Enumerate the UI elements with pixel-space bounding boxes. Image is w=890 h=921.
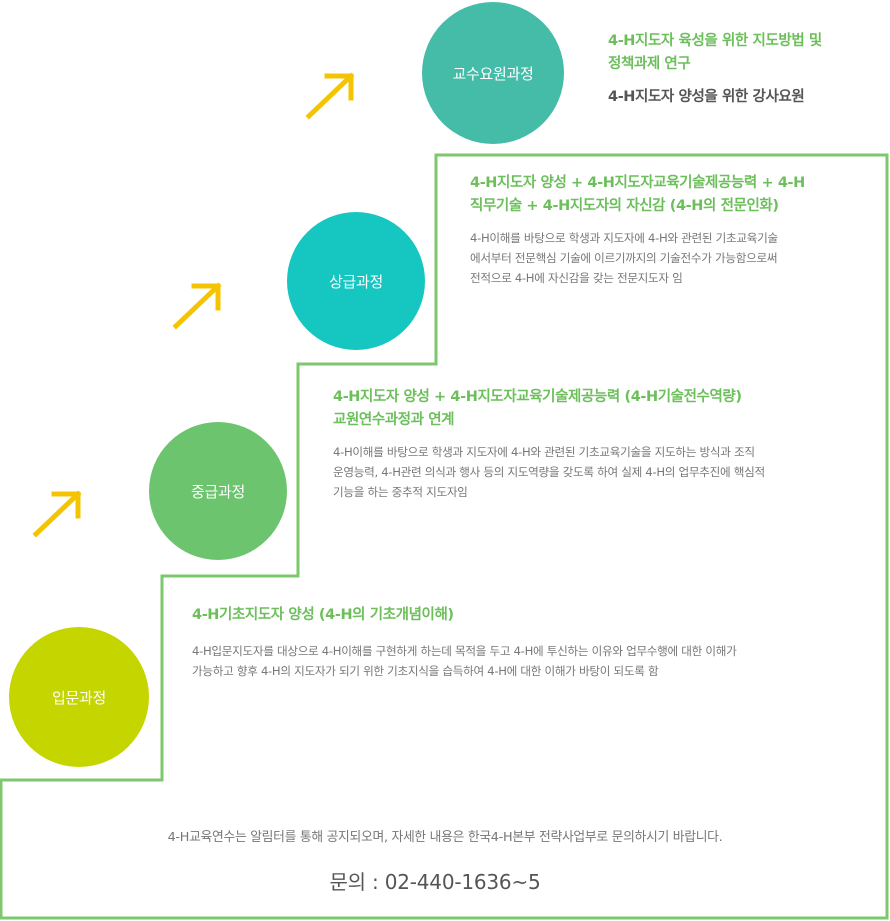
level-circle-intermediate: 중급과정 [149,422,287,560]
description-line: 4-H입문지도자를 대상으로 4-H이해를 구현하게 하는데 목적을 두고 4-… [192,644,737,658]
description: 4-H이해를 바탕으로 학생과 지도자에 4-H와 관련된 기초교육기술을 지도… [333,442,878,502]
description-line: 전적으로 4-H에 자신감을 갖는 전문지도자 임 [470,271,683,285]
level-text-professor: 4-H지도자 육성을 위한 지도방법 및 정책과제 연구 4-H지도자 양성을 … [608,30,822,109]
contact-phone: 문의 : 02-440-1636~5 [329,870,541,894]
description-line: 4-H이해를 바탕으로 학생과 지도자에 4-H와 관련된 기초교육기술 [470,231,778,245]
description-line: 에서부터 전문핵심 기술에 이르기까지의 기술전수가 가능함으로써 [470,251,778,265]
arrow-up-right-icon [305,72,355,120]
level-text-intermediate: 4-H지도자 양성 + 4-H지도자교육기술제공능력 (4-H기술전수역량) 교… [333,386,878,502]
heading-line: 4-H지도자 양성 + 4-H지도자교육기술제공능력 (4-H기술전수역량) [333,389,742,405]
level-circle-professor: 교수요원과정 [422,2,564,144]
heading-line: 정책과제 연구 [608,56,691,72]
description-line: 가능하고 향후 4-H의 지도자가 되기 위한 기초지식을 습득하여 4-H에 … [192,664,659,678]
description-line: 운영능력, 4-H관련 의식과 행사 등의 지도역량을 갖도록 하여 실제 4-… [333,465,765,479]
level-circle-intro: 입문과정 [9,627,149,767]
arrow-up-right-icon [32,490,82,538]
heading-line: 4-H기초지도자 양성 (4-H의 기초개념이해) [192,607,454,623]
heading-line: 교원연수과정과 연계 [333,412,455,428]
level-circle-advanced: 상급과정 [287,212,425,350]
level-text-advanced: 4-H지도자 양성 + 4-H지도자교육기술제공능력 + 4-H 직무기술 + … [470,172,870,288]
footer-notice: 4-H교육연수는 알림터를 통해 공지되오며, 자세한 내용은 한국4-H본부 … [167,830,723,845]
description: 4-H입문지도자를 대상으로 4-H이해를 구현하게 하는데 목적을 두고 4-… [192,641,882,681]
heading-line: 4-H지도자 육성을 위한 지도방법 및 [608,33,822,49]
heading-line: 직무기술 + 4-H지도자의 자신감 (4-H의 전문인화) [470,198,779,214]
description-line: 4-H이해를 바탕으로 학생과 지도자에 4-H와 관련된 기초교육기술을 지도… [333,445,755,459]
arrow-up-right-icon [172,282,222,330]
level-text-intro: 4-H기초지도자 양성 (4-H의 기초개념이해) 4-H입문지도자를 대상으로… [192,604,882,681]
heading-line: 4-H지도자 양성 + 4-H지도자교육기술제공능력 + 4-H [470,175,805,191]
description-line: 기능을 하는 중추적 지도자임 [333,485,468,499]
description: 4-H이해를 바탕으로 학생과 지도자에 4-H와 관련된 기초교육기술 에서부… [470,228,870,288]
subheading-line: 4-H지도자 양성을 위한 강사요원 [608,89,805,105]
